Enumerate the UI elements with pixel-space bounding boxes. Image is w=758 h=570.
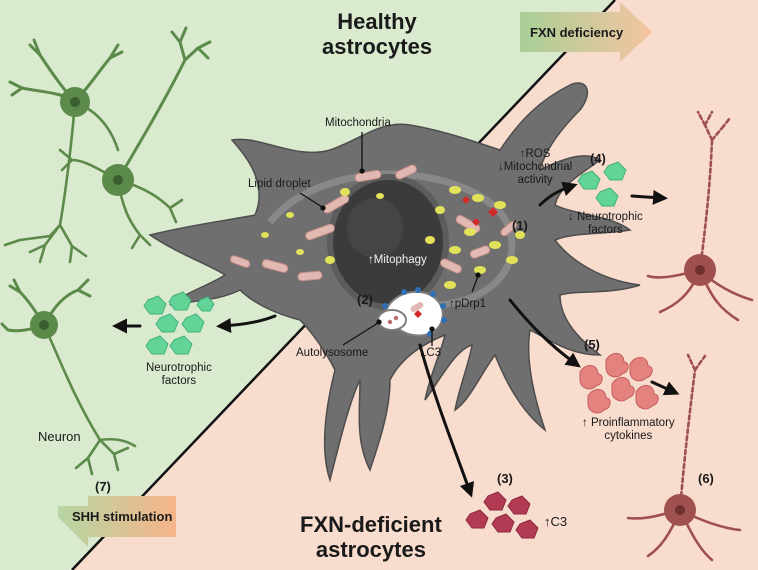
neurotrophic-down-line2: factors — [588, 224, 623, 237]
astrocyte-inner-membrane — [267, 170, 516, 309]
arrow-cell-to-4 — [538, 181, 578, 207]
ros-marks — [462, 196, 498, 226]
lipid-droplets — [261, 186, 525, 289]
arrow-cell-to-5 — [508, 298, 581, 368]
neurotrophic-factors-healthy — [143, 291, 215, 355]
neurotrophic-factors-deficient — [577, 161, 627, 207]
title-healthy: Healthy astrocytes — [322, 9, 433, 59]
lc3-label: LC3 — [420, 347, 442, 359]
damaged-neuron-nucleus-top — [695, 265, 705, 275]
proinflammatory-line1: ↑ Proinflammatory — [582, 417, 675, 429]
fxn-deficiency-banner — [520, 2, 652, 62]
step-7: (7) — [95, 479, 111, 494]
astrocyte-cell — [148, 82, 641, 483]
pointer-lines — [299, 132, 481, 346]
mitochondria-label: Mitochondria — [325, 117, 391, 129]
neurotrophic-down-line1: ↓ Neurotrophic — [568, 211, 643, 223]
arrow-4-to-neuron — [630, 189, 668, 205]
damaged-neuron-top — [646, 110, 754, 322]
pdrp1-label: ↑pDrp1 — [449, 298, 487, 310]
healthy-neuron-bottom — [0, 278, 137, 476]
damaged-neuron-bottom — [626, 353, 742, 562]
neuron-label: Neuron — [38, 429, 81, 444]
arrow-5-to-neuron — [650, 380, 680, 396]
neurotrophic-healthy-label: Neurotrophic factors — [146, 362, 212, 388]
step-1: (1) — [512, 218, 528, 233]
healthy-neuron-nucleus-2 — [113, 175, 123, 185]
neurotrophic-line1: Neurotrophic — [146, 362, 212, 374]
ros-label: ↑ROS — [519, 148, 551, 160]
healthy-neuron-nucleus-1 — [70, 97, 80, 107]
shh-stimulation-banner — [58, 496, 176, 547]
c3-label: ↑C3 — [544, 514, 568, 529]
title-healthy-line1: Healthy — [337, 9, 417, 34]
mitochondria-group — [230, 164, 517, 282]
arrows — [112, 181, 680, 498]
step-5: (5) — [584, 337, 600, 352]
title-deficient-line2: astrocytes — [315, 536, 426, 562]
autolysosome-label: Autolysosome — [296, 347, 369, 359]
proinflammatory-line2: cytokines — [604, 430, 653, 443]
neurotrophic-down-label: ↓ Neurotrophic factors — [568, 211, 643, 237]
ros-mito-label: ↑ROS ↓Mitochondrial activity — [498, 148, 572, 188]
fxn-deficiency-label: FXN deficiency — [530, 25, 624, 40]
step-6: (6) — [698, 471, 714, 486]
shh-stimulation-label: SHH stimulation — [72, 509, 173, 524]
title-healthy-line2: astrocytes — [322, 33, 433, 59]
autolysosome — [377, 287, 447, 337]
damaged-neuron-nucleus-bottom — [675, 505, 685, 515]
title-deficient-line1: FXN-deficient — [300, 512, 442, 537]
proinflammatory-label: ↑ Proinflammatory cytokines — [582, 417, 675, 443]
lipid-droplet-label: Lipid droplet — [248, 178, 311, 190]
mito-activity-line2: activity — [517, 174, 553, 187]
title-deficient: FXN-deficient astrocytes — [300, 512, 442, 562]
healthy-neuron-nucleus-3 — [39, 320, 49, 330]
neurotrophic-line2: factors — [161, 375, 197, 388]
proinflammatory-cytokines — [579, 353, 659, 414]
step-2: (2) — [357, 292, 373, 307]
arrow-astrocyte-to-healthy-factors — [216, 314, 277, 333]
mito-activity-line1: ↓Mitochondrial — [498, 161, 573, 174]
step-4: (4) — [590, 151, 606, 166]
step-3: (3) — [497, 471, 513, 486]
arrow-cell-to-3 — [418, 343, 475, 498]
c3-proteins — [465, 491, 539, 539]
mitophagy-label: ↑Mitophagy — [368, 254, 427, 266]
